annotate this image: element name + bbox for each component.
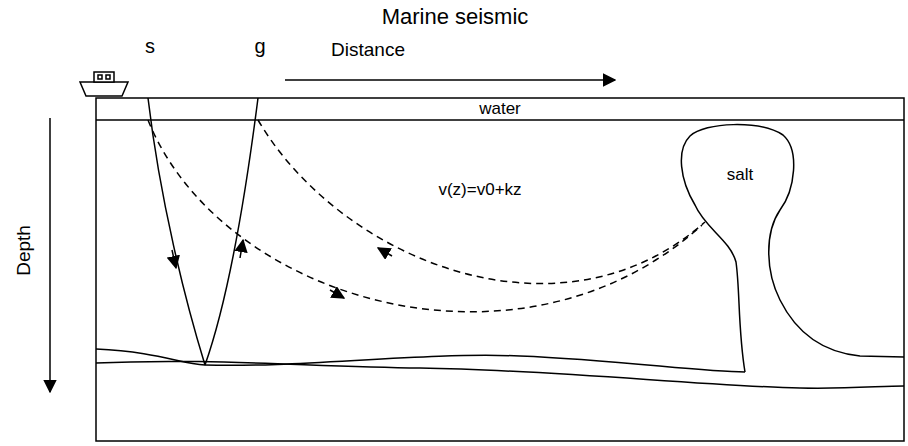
ray-arrow xyxy=(330,290,344,298)
axis-label: Depth xyxy=(14,225,35,276)
reflector xyxy=(96,361,904,388)
node-text: water xyxy=(479,100,521,119)
salt-body: salt xyxy=(700,150,780,200)
ray-path xyxy=(148,98,205,365)
depth-arrow xyxy=(49,118,51,392)
velocity-label: v(z)=v0+kz xyxy=(438,181,521,200)
turning-ray xyxy=(258,120,705,284)
ray-arrow xyxy=(240,240,243,258)
ray-arrow xyxy=(378,248,392,256)
water-bottom xyxy=(96,119,904,121)
water-layer: water xyxy=(97,99,903,120)
boat-icon xyxy=(80,72,128,96)
title: Marine seismic xyxy=(382,5,529,29)
node-text: salt xyxy=(727,166,753,185)
section-frame xyxy=(96,98,904,441)
turning-ray xyxy=(148,120,702,312)
source-label: s xyxy=(145,35,155,57)
distance-arrow xyxy=(285,79,615,81)
salt-outline xyxy=(681,125,904,372)
ray-arrow xyxy=(172,250,176,268)
axis-label: Distance xyxy=(331,40,405,61)
ray-path xyxy=(205,98,258,365)
receiver-label: g xyxy=(254,35,265,57)
